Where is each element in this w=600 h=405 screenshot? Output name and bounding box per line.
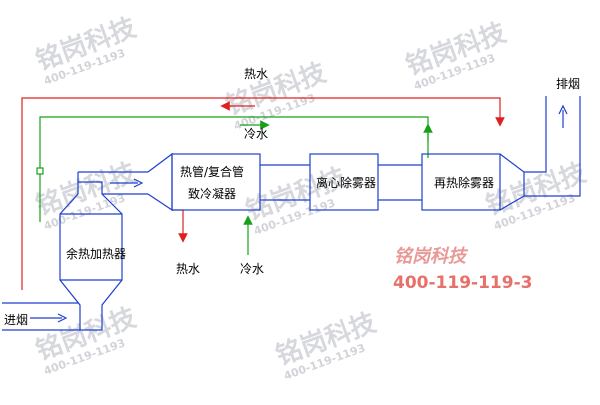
duct-flow-arrow-head bbox=[133, 178, 144, 188]
hot-water-line bbox=[21, 97, 505, 290]
inlet-flow-arrow-head bbox=[57, 313, 68, 323]
cold-water-valve bbox=[36, 167, 44, 175]
watermark-layer: 铭岗科技 400-119-1193 铭岗科技 400-119-1193 铭岗科技… bbox=[32, 13, 590, 383]
heat-pipe-inlet-cone bbox=[147, 152, 173, 212]
hot-water-top-label: 热水 bbox=[244, 67, 268, 81]
exhaust-arrow-head bbox=[558, 104, 568, 115]
watermark-8: 铭岗科技 400-119-1193 bbox=[272, 308, 380, 383]
watermark-6: 铭岗科技 400-119-1193 bbox=[482, 158, 590, 233]
cold-water-bottom-label: 冷水 bbox=[240, 262, 264, 276]
hot-water-bottom-label: 热水 bbox=[176, 262, 200, 276]
brand-block: 铭岗科技 400-119-119-3 bbox=[393, 246, 532, 293]
cold-water-loop bbox=[36, 116, 433, 255]
equipment bbox=[2, 96, 581, 331]
watermark-1: 铭岗科技 400-119-1193 bbox=[32, 13, 140, 88]
heat-pipe-condenser-box bbox=[171, 153, 261, 211]
heat-pipe-label-1: 热管/复合管 bbox=[180, 164, 244, 179]
watermark-2: 铭岗科技 400-119-1193 bbox=[222, 58, 330, 133]
brand-phone: 400-119-119-3 bbox=[393, 273, 532, 293]
reheat-demister-label: 再热除雾器 bbox=[434, 175, 494, 190]
chimney-right bbox=[524, 96, 581, 197]
brand-name: 铭岗科技 bbox=[394, 246, 469, 267]
waste-heater-label: 余热加热器 bbox=[66, 246, 126, 261]
centrifugal-demister-label: 离心除雾器 bbox=[316, 175, 376, 190]
centrifugal-demister-box bbox=[309, 153, 379, 211]
cold-water-top-label: 冷水 bbox=[244, 127, 268, 141]
reheat-demister-box bbox=[421, 153, 501, 211]
exhaust-label: 排烟 bbox=[556, 77, 580, 91]
outlet-cone bbox=[499, 153, 525, 211]
flue-inlet-label: 进烟 bbox=[4, 313, 28, 327]
watermark-7: 铭岗科技 400-119-1193 bbox=[32, 303, 140, 378]
chimney-left bbox=[524, 96, 547, 173]
watermark-4: 铭岗科技 400-119-1193 bbox=[32, 158, 140, 233]
labels: 热水 冷水 排烟 热管/复合管 致冷凝器 离心除雾器 再热除雾器 余热加热器 热… bbox=[4, 67, 580, 327]
heat-pipe-label-2: 致冷凝器 bbox=[188, 186, 236, 201]
watermark-3: 铭岗科技 400-119-1193 bbox=[402, 18, 510, 93]
